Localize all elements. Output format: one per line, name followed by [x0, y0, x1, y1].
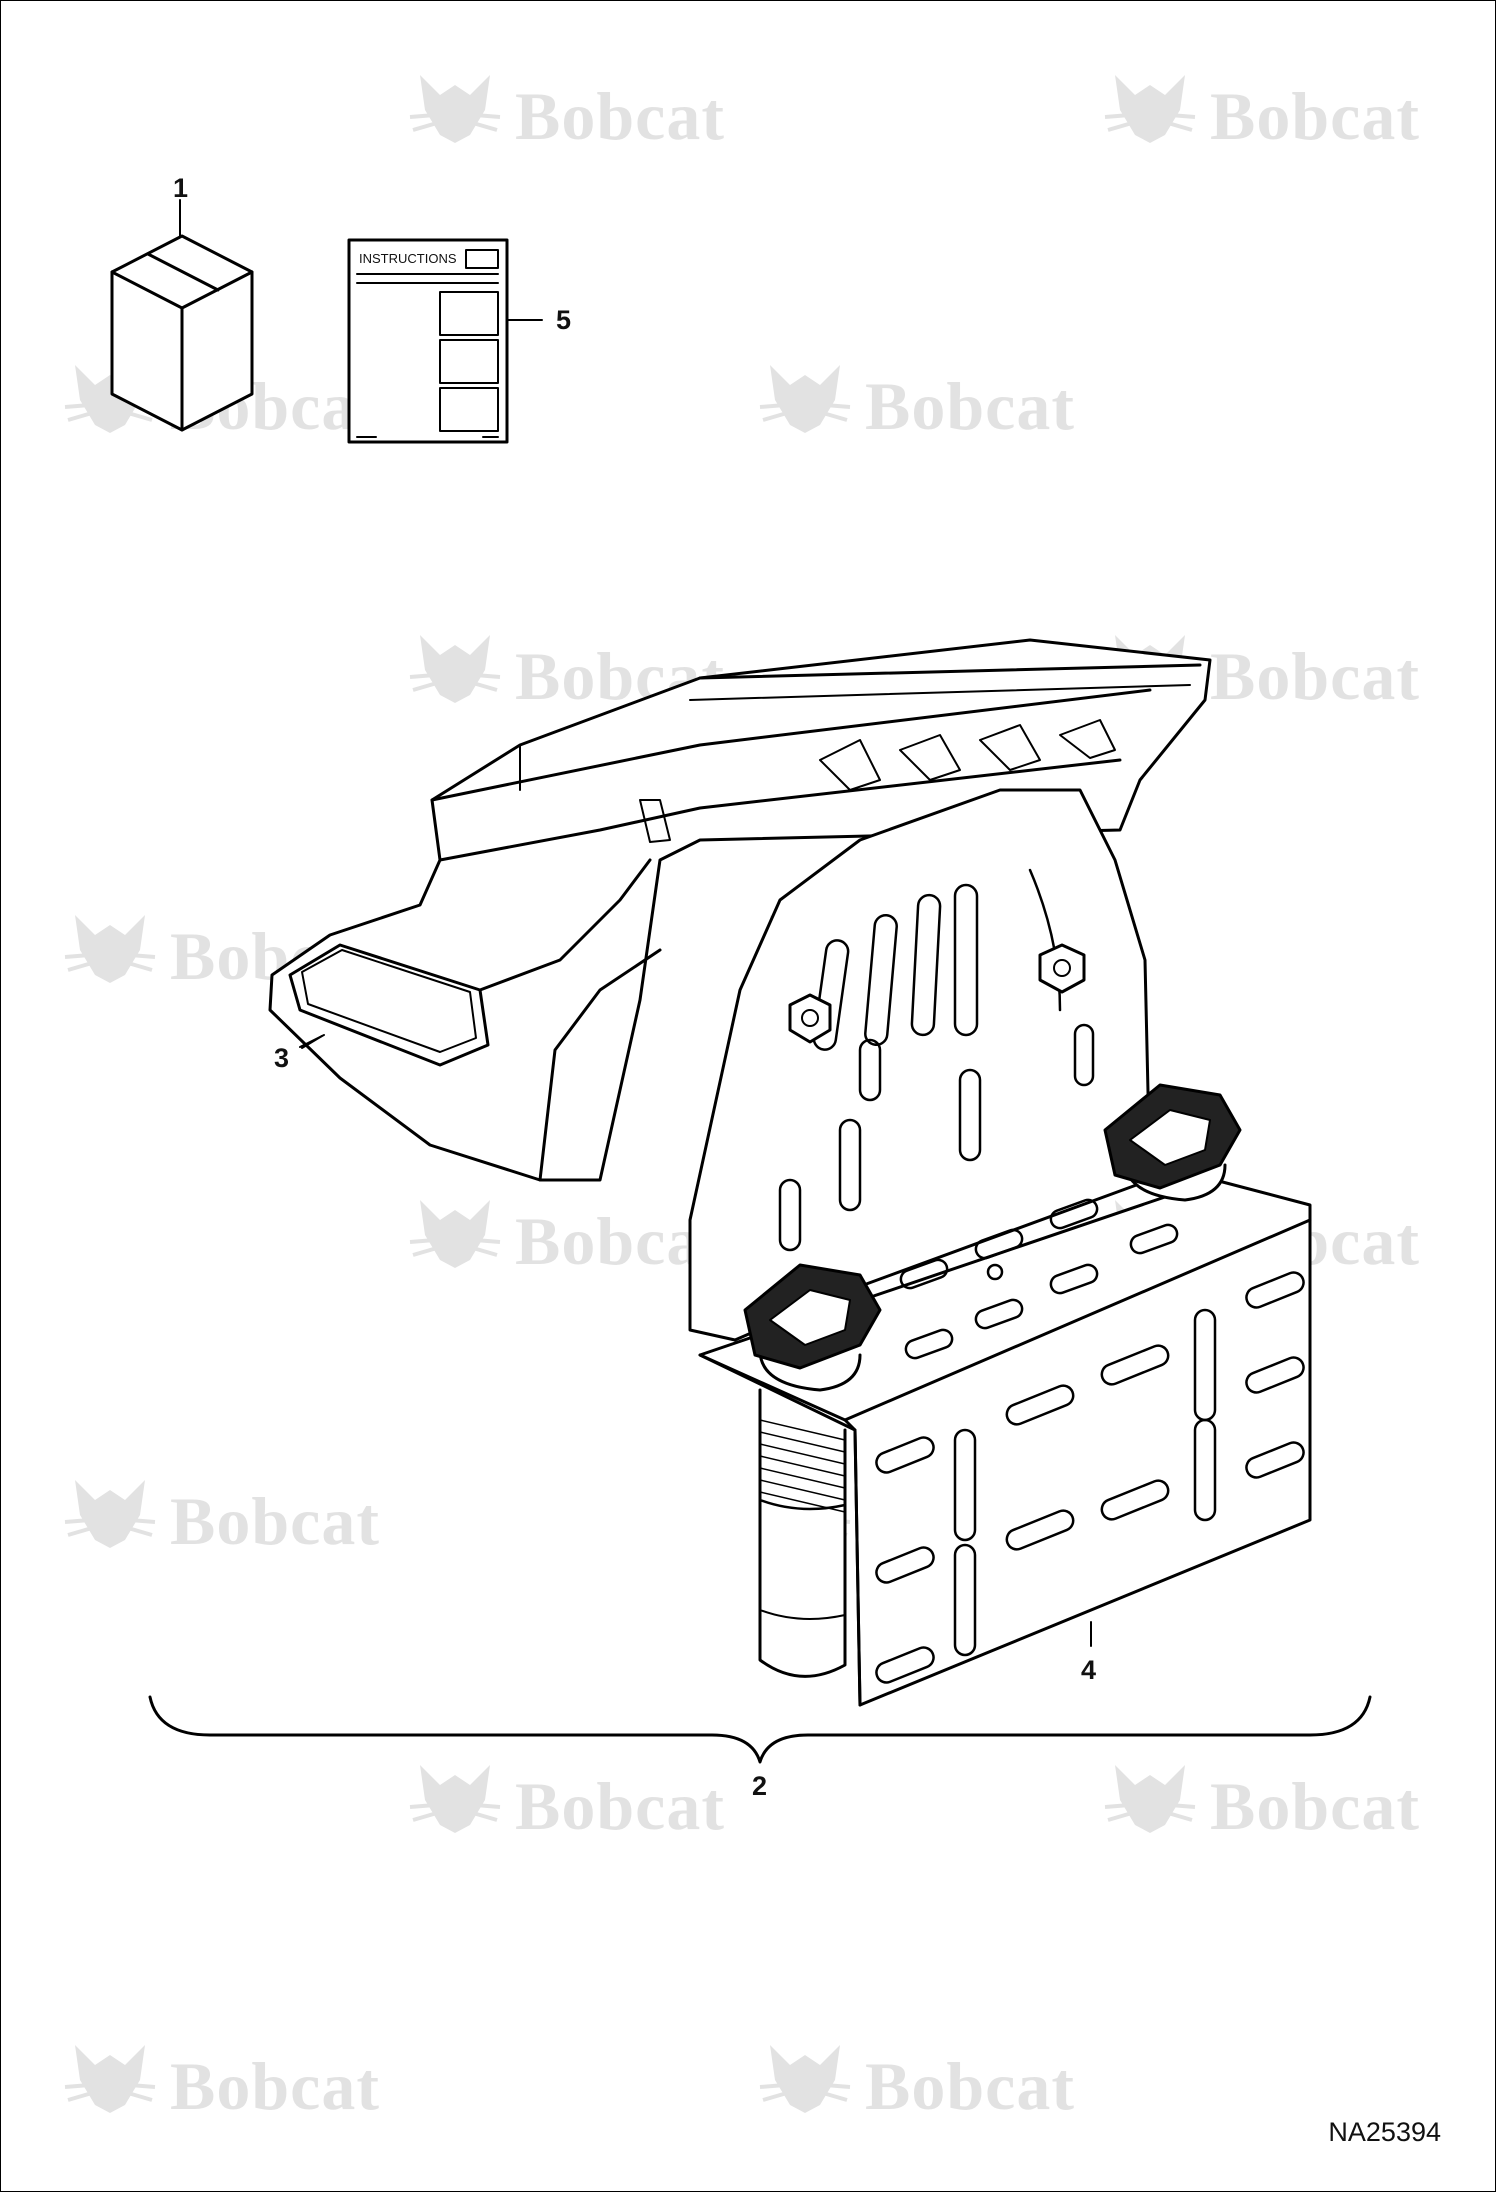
bobcat-watermark: Bobcat	[60, 1460, 440, 1570]
bobcat-watermark: Bobcat	[405, 615, 785, 725]
figure-id: NA25394	[1328, 2117, 1441, 2147]
bobcat-logo-icon	[64, 915, 156, 983]
bobcat-logo-icon	[1104, 75, 1196, 143]
bobcat-logo-icon	[409, 1200, 501, 1268]
bobcat-logo-icon	[1104, 1765, 1196, 1833]
knob-right	[1103, 1083, 1242, 1202]
callout-4: 4	[1081, 1655, 1097, 1685]
watermark-brand-text: Bobcat	[865, 2048, 1075, 2124]
bobcat-logo-icon	[409, 75, 501, 143]
callout-5: 5	[556, 305, 572, 335]
mounting-plate	[688, 788, 1152, 1342]
bobcat-logo-icon	[64, 365, 156, 433]
leader-line-3	[301, 1035, 323, 1049]
instructions-label: INSTRUCTIONS	[359, 251, 457, 266]
watermark-brand-text: Bobcat	[170, 2048, 380, 2124]
bobcat-watermark: Bobcat	[405, 55, 785, 165]
bobcat-logo-icon	[409, 635, 501, 703]
callout-2: 2	[752, 1771, 768, 1801]
callout-1: 1	[173, 173, 189, 203]
watermark-brand-text: Bobcat	[865, 368, 1075, 444]
watermark-brand-text: Bobcat	[170, 1483, 380, 1559]
watermark-brand-text: Bobcat	[1210, 1768, 1420, 1844]
watermark-brand-text: Bobcat	[1210, 78, 1420, 154]
bobcat-watermark: Bobcat	[755, 2025, 1135, 2135]
bobcat-watermark: Bobcat	[1100, 1745, 1480, 1855]
bobcat-watermark: Bobcat	[755, 345, 1135, 455]
bobcat-watermark: Bobcat	[1100, 55, 1480, 165]
bobcat-logo-icon	[759, 2045, 851, 2113]
watermark-brand-text: Bobcat	[515, 78, 725, 154]
bobcat-watermark: Bobcat	[60, 2025, 440, 2135]
watermark-brand-text: Bobcat	[515, 1768, 725, 1844]
bobcat-logo-icon	[409, 1765, 501, 1833]
instructions-sheet-icon	[347, 238, 543, 444]
watermark-brand-text: Bobcat	[1210, 638, 1420, 714]
bobcat-logo-icon	[64, 2045, 156, 2113]
callout-3: 3	[274, 1043, 290, 1073]
bobcat-logo-icon	[64, 1480, 156, 1548]
knob-left	[743, 1263, 882, 1392]
bobcat-watermark: Bobcat	[405, 1745, 785, 1855]
bobcat-logo-icon	[759, 365, 851, 433]
kit-brace	[148, 1695, 1372, 1764]
box-icon	[110, 199, 254, 432]
threaded-post	[758, 1388, 847, 1678]
